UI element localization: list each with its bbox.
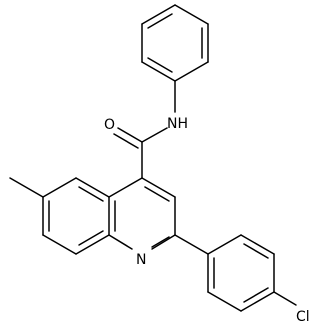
amide-nitrogen-label: NH — [167, 116, 188, 132]
chlorine-label: Cl — [296, 309, 310, 325]
ring-nitrogen-label: N — [136, 252, 146, 268]
quinoline-pyridine-ring — [108, 177, 176, 250]
chlorophenyl-ring — [174, 234, 297, 312]
quinoline-benzo-ring — [42, 177, 110, 255]
amide-group — [113, 80, 176, 179]
amide-oxygen-label: O — [104, 117, 115, 133]
methyl-bond — [9, 177, 44, 198]
phenyl-ring — [141, 4, 209, 82]
